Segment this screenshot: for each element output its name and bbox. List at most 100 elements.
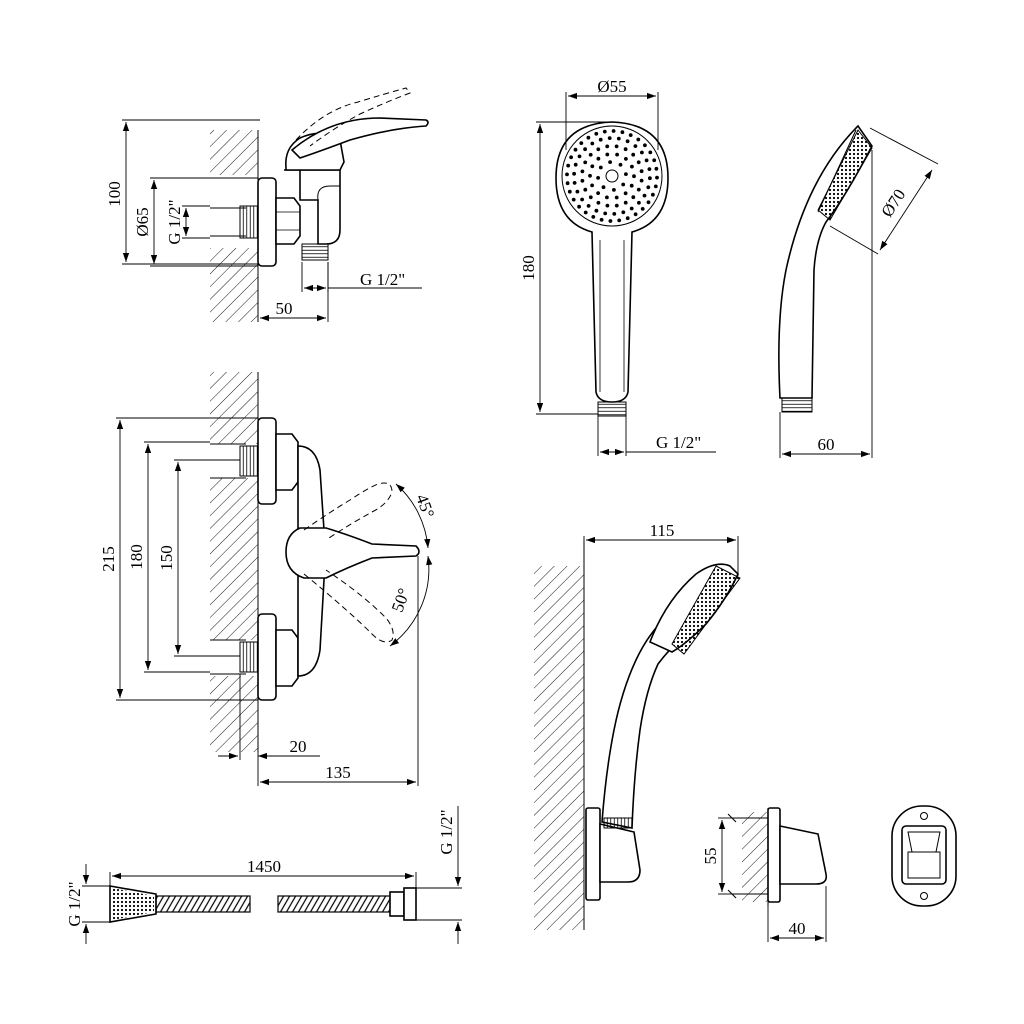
spray-nozzle xyxy=(580,169,585,174)
spray-nozzle xyxy=(621,182,626,187)
spray-nozzle xyxy=(625,216,630,221)
spray-nozzle xyxy=(577,154,582,159)
screw-hole-top xyxy=(920,812,928,820)
upper-flange xyxy=(257,417,277,505)
spray-nozzle xyxy=(637,200,641,205)
spray-nozzle xyxy=(614,203,619,208)
spray-nozzle xyxy=(616,136,621,141)
spray-nozzle xyxy=(583,187,588,192)
hand-shower-side-view: Ø70 60 xyxy=(778,124,939,458)
spray-nozzle xyxy=(566,163,571,168)
spray-nozzle xyxy=(621,210,626,215)
spray-nozzle xyxy=(611,129,616,133)
spray-nozzle xyxy=(596,191,600,196)
wall-holder-body xyxy=(599,822,641,883)
spray-nozzle xyxy=(596,147,601,152)
dim-shower-depth-60: 60 xyxy=(818,435,835,454)
spray-nozzle xyxy=(590,141,595,146)
spray-nozzle xyxy=(575,189,580,194)
dim-depth-135: 135 xyxy=(325,763,351,782)
dim-height-180: 180 xyxy=(127,544,146,570)
spray-nozzle xyxy=(594,208,599,213)
spray-nozzle xyxy=(631,195,636,200)
spray-nozzle xyxy=(591,215,596,219)
inlet-thread xyxy=(239,205,259,239)
lever-raised-position xyxy=(295,87,411,147)
mounted-shower-thread xyxy=(603,817,633,829)
dim-hose-thread-right: G 1/2" xyxy=(437,809,456,854)
spray-nozzle xyxy=(596,200,601,205)
mixer-front-view: 45° 50° 215 180 150 20 135 xyxy=(99,372,438,786)
spray-nozzle xyxy=(648,150,653,155)
spray-nozzle xyxy=(640,150,644,155)
lever-up-position xyxy=(303,482,393,541)
mixer-side-view: 100 Ø65 G 1/2" G 1/2" 50 xyxy=(105,87,429,322)
dim-reach-115: 115 xyxy=(650,521,675,540)
dim-offset-20: 20 xyxy=(290,737,307,756)
dim-inlet-thread: G 1/2" xyxy=(165,199,184,244)
spray-nozzle xyxy=(596,176,600,180)
dim-holder-height-55: 55 xyxy=(701,848,720,865)
spray-nozzle xyxy=(624,172,628,177)
spray-nozzle xyxy=(654,166,659,171)
dim-height-215: 215 xyxy=(99,546,118,572)
spray-nozzle xyxy=(580,178,585,183)
wall-flange xyxy=(257,177,277,267)
spray-nozzle xyxy=(639,169,644,174)
spray-nozzle xyxy=(572,181,577,185)
wall-hatch xyxy=(534,566,584,930)
spray-nozzle xyxy=(601,185,606,190)
spray-nozzle xyxy=(573,162,578,167)
dim-hose-length-1450: 1450 xyxy=(247,857,281,876)
spray-nozzle xyxy=(628,133,633,138)
wall-hatch xyxy=(210,130,258,322)
spray-nozzle xyxy=(590,164,595,169)
spray-nozzle xyxy=(605,152,610,157)
spray-nozzle xyxy=(605,195,609,200)
spray-nozzle xyxy=(620,130,625,135)
spray-nozzle xyxy=(577,204,581,209)
shower-side-thread xyxy=(781,397,813,413)
spray-nozzle xyxy=(631,152,636,157)
spray-nozzle xyxy=(636,137,641,142)
spray-nozzle xyxy=(617,218,622,223)
screw-hole-bottom xyxy=(920,892,928,900)
spray-nozzle xyxy=(573,147,578,152)
spray-nozzle xyxy=(625,139,630,144)
spray-nozzle xyxy=(655,175,659,180)
upper-inlet-thread xyxy=(239,445,259,477)
lower-flange xyxy=(257,613,277,701)
hose-coil-left xyxy=(155,895,251,913)
spray-nozzle xyxy=(636,160,641,165)
spray-nozzle xyxy=(623,147,628,152)
spray-nozzle xyxy=(588,195,593,200)
spray-nozzle xyxy=(605,203,610,208)
hand-shower-front-view: Ø55 180 G 1/2" xyxy=(519,77,716,456)
holder-detail-view: 55 40 xyxy=(701,807,828,942)
hose-end-right xyxy=(403,887,417,921)
dim-height-150: 150 xyxy=(157,545,176,571)
spray-nozzle xyxy=(590,183,594,188)
lower-nut xyxy=(275,629,299,687)
spray-nozzle xyxy=(598,137,603,142)
spray-nozzle xyxy=(565,172,569,177)
spray-nozzle xyxy=(586,135,591,140)
spray-nozzle xyxy=(586,204,591,208)
spray-nozzle xyxy=(608,219,613,223)
lever-handle xyxy=(290,117,429,159)
spray-nozzle xyxy=(632,174,636,179)
mounted-shower-nozzles xyxy=(671,565,741,655)
dim-shower-thread: G 1/2" xyxy=(656,433,701,452)
spray-nozzle xyxy=(653,184,658,189)
spray-nozzle xyxy=(639,178,644,183)
spray-nozzle xyxy=(612,212,617,216)
spray-nozzle xyxy=(596,156,601,161)
spray-nozzle xyxy=(572,171,576,176)
wall-hatch xyxy=(742,812,768,902)
spray-nozzle xyxy=(614,144,619,149)
dim-holder-depth-40: 40 xyxy=(789,919,806,938)
spray-nozzle xyxy=(608,160,612,165)
upper-nut xyxy=(275,433,299,491)
dim-diameter-65: Ø65 xyxy=(133,207,152,236)
wall-hatch xyxy=(210,372,258,752)
